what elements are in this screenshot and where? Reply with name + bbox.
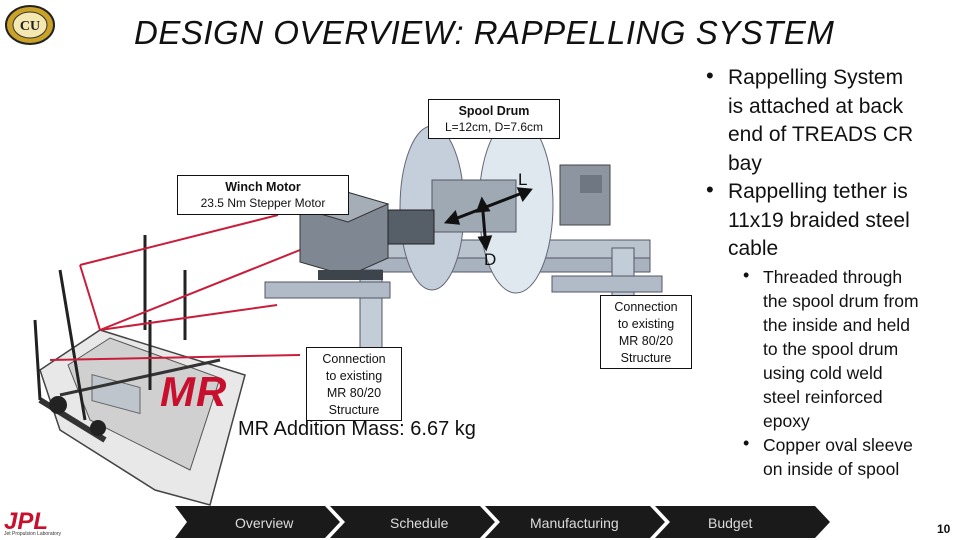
winch-motor-detail: 23.5 Nm Stepper Motor [200, 196, 326, 210]
svg-text:CU: CU [20, 19, 40, 34]
bullet-line: the inside and held [763, 315, 910, 335]
spool-drum-detail: L=12cm, D=7.6cm [444, 120, 544, 134]
bullet-line: on inside of spool [763, 459, 900, 479]
spool-drum-title: Spool Drum [458, 104, 530, 118]
connection-callout-left: Connection to existing MR 80/20 Structur… [306, 347, 402, 421]
winch-motor-callout: Winch Motor 23.5 Nm Stepper Motor [177, 175, 349, 215]
bullet-line: using cold weld [763, 363, 883, 383]
bullet-dot-icon: • [706, 177, 714, 202]
sub-bullet-item: • Copper oval sleeve on inside of spool [743, 433, 958, 481]
bullet-dot-icon: • [743, 265, 750, 285]
svg-text:JPL: JPL [4, 508, 48, 532]
robot-chassis [33, 235, 246, 506]
dimension-arrows [443, 187, 533, 252]
nav-manufacturing[interactable]: Manufacturing [530, 515, 619, 531]
bullet-line: cable [728, 237, 779, 260]
bullet-line: Copper oval sleeve [763, 435, 913, 455]
winch-motor-title: Winch Motor [225, 180, 301, 194]
callout-line: to existing [325, 369, 383, 383]
slide-title: DESIGN OVERVIEW: RAPPELLING SYSTEM [134, 14, 835, 51]
callout-lines [49, 214, 301, 361]
callout-line: Structure [328, 403, 380, 417]
bullet-line: epoxy [763, 411, 810, 431]
spool-drum-graphic [399, 116, 611, 294]
bullet-dot-icon: • [706, 63, 714, 88]
jpl-subtitle: Jet Propulsion Laboratory [4, 531, 61, 537]
length-label: L [518, 170, 528, 189]
sub-bullet-item: • Threaded through the spool drum from t… [743, 265, 958, 433]
bullet-item: • Rappelling System is attached at back … [706, 63, 958, 178]
nav-overview[interactable]: Overview [235, 515, 294, 531]
bullet-line: is attached at back [728, 94, 904, 118]
bullet-line: Threaded through [763, 267, 903, 287]
bullet-dot-icon: • [743, 433, 750, 453]
bullet-line: to the spool drum [763, 339, 899, 359]
bullet-line: Rappelling tether is [728, 180, 908, 203]
callout-line: Connection [322, 352, 386, 366]
section-nav: Overview Schedule Manufacturing Budget [175, 506, 895, 538]
nav-schedule[interactable]: Schedule [390, 515, 449, 531]
bullet-line: the spool drum from [763, 291, 919, 311]
bullet-line: end of TREADS CR [728, 123, 914, 146]
callout-line: MR 80/20 [618, 334, 674, 348]
bullet-line: Rappelling System [728, 66, 904, 89]
bullet-item: • Rappelling tether is 11x19 braided ste… [706, 177, 958, 264]
bullet-line: bay [728, 151, 762, 175]
bullet-line: steel reinforced [763, 387, 883, 407]
cu-logo: CU [4, 4, 56, 46]
connection-callout-right: Connection to existing MR 80/20 Structur… [600, 295, 692, 369]
callout-line: Structure [620, 351, 672, 365]
callout-line: Connection [614, 300, 678, 314]
jpl-logo: JPL Jet Propulsion Laboratory [4, 508, 78, 538]
page-number: 10 [937, 522, 951, 536]
bullet-line: 11x19 braided steel [728, 208, 910, 232]
diameter-label: D [484, 250, 497, 269]
callout-line: MR 80/20 [326, 386, 382, 400]
mass-text: MR Addition Mass: 6.67 kg [238, 418, 476, 440]
callout-line: to existing [617, 317, 675, 331]
robot-label: MR [160, 368, 228, 415]
spool-drum-callout: Spool Drum L=12cm, D=7.6cm [428, 99, 560, 139]
nav-budget[interactable]: Budget [708, 515, 753, 531]
